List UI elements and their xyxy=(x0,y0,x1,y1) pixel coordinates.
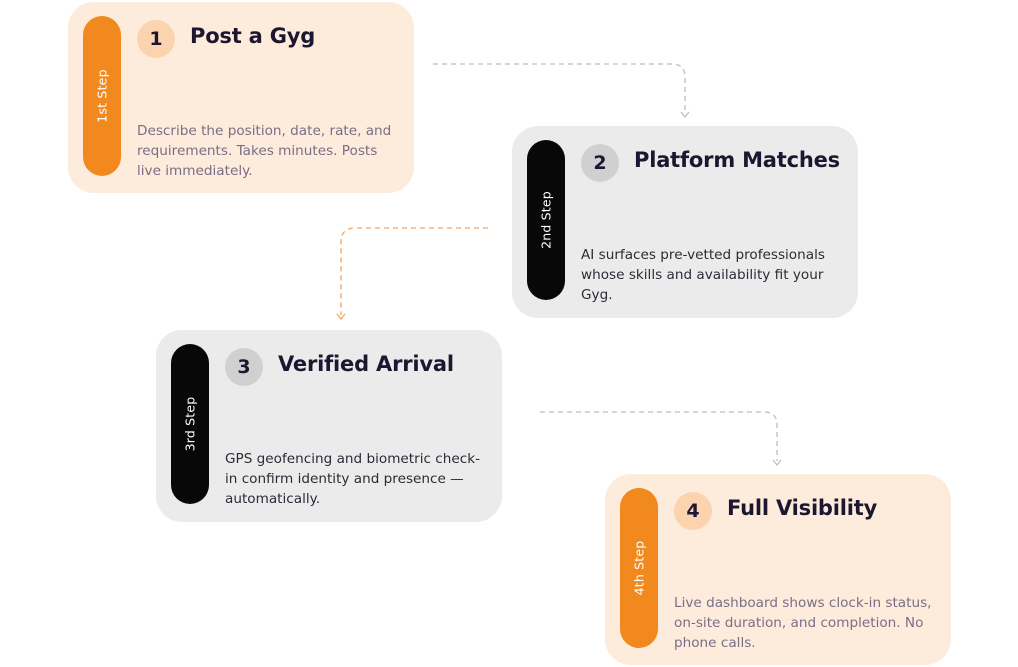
step-label: 2nd Step xyxy=(538,191,554,249)
arrow-down-icon xyxy=(772,459,782,467)
step-description: Live dashboard shows clock-in status, on… xyxy=(674,595,932,651)
connector-1-to-2 xyxy=(433,63,690,119)
step-number-badge: 1 xyxy=(137,20,175,58)
connector-2-to-3 xyxy=(336,227,488,321)
step-title: Verified Arrival xyxy=(278,352,454,376)
step-description: AI surfaces pre-vetted professionals who… xyxy=(581,247,825,303)
step-card-1: 1st Step 1 Post a Gyg Describe the posit… xyxy=(68,2,414,193)
connector-3-to-4 xyxy=(540,411,782,467)
step-label-bar: 1st Step xyxy=(83,16,121,176)
step-title: Platform Matches xyxy=(634,148,840,172)
step-card-2: 2nd Step 2 Platform Matches AI surfaces … xyxy=(512,126,858,318)
step-number-badge: 3 xyxy=(225,348,263,386)
step-description: GPS geofencing and biometric check-in co… xyxy=(225,451,480,507)
step-label: 4th Step xyxy=(631,540,647,596)
arrow-down-icon xyxy=(680,111,690,119)
step-card-3: 3rd Step 3 Verified Arrival GPS geofenci… xyxy=(156,330,502,522)
step-title: Full Visibility xyxy=(727,496,878,520)
step-label: 1st Step xyxy=(94,69,110,123)
step-description: Describe the position, date, rate, and r… xyxy=(137,123,392,179)
step-number-badge: 4 xyxy=(674,492,712,530)
step-label-bar: 2nd Step xyxy=(527,140,565,300)
arrow-down-icon xyxy=(336,313,346,321)
step-label-bar: 4th Step xyxy=(620,488,658,648)
step-number-badge: 2 xyxy=(581,144,619,182)
step-title: Post a Gyg xyxy=(190,24,316,48)
step-label: 3rd Step xyxy=(182,396,198,452)
step-card-4: 4th Step 4 Full Visibility Live dashboar… xyxy=(605,474,951,665)
step-label-bar: 3rd Step xyxy=(171,344,209,504)
